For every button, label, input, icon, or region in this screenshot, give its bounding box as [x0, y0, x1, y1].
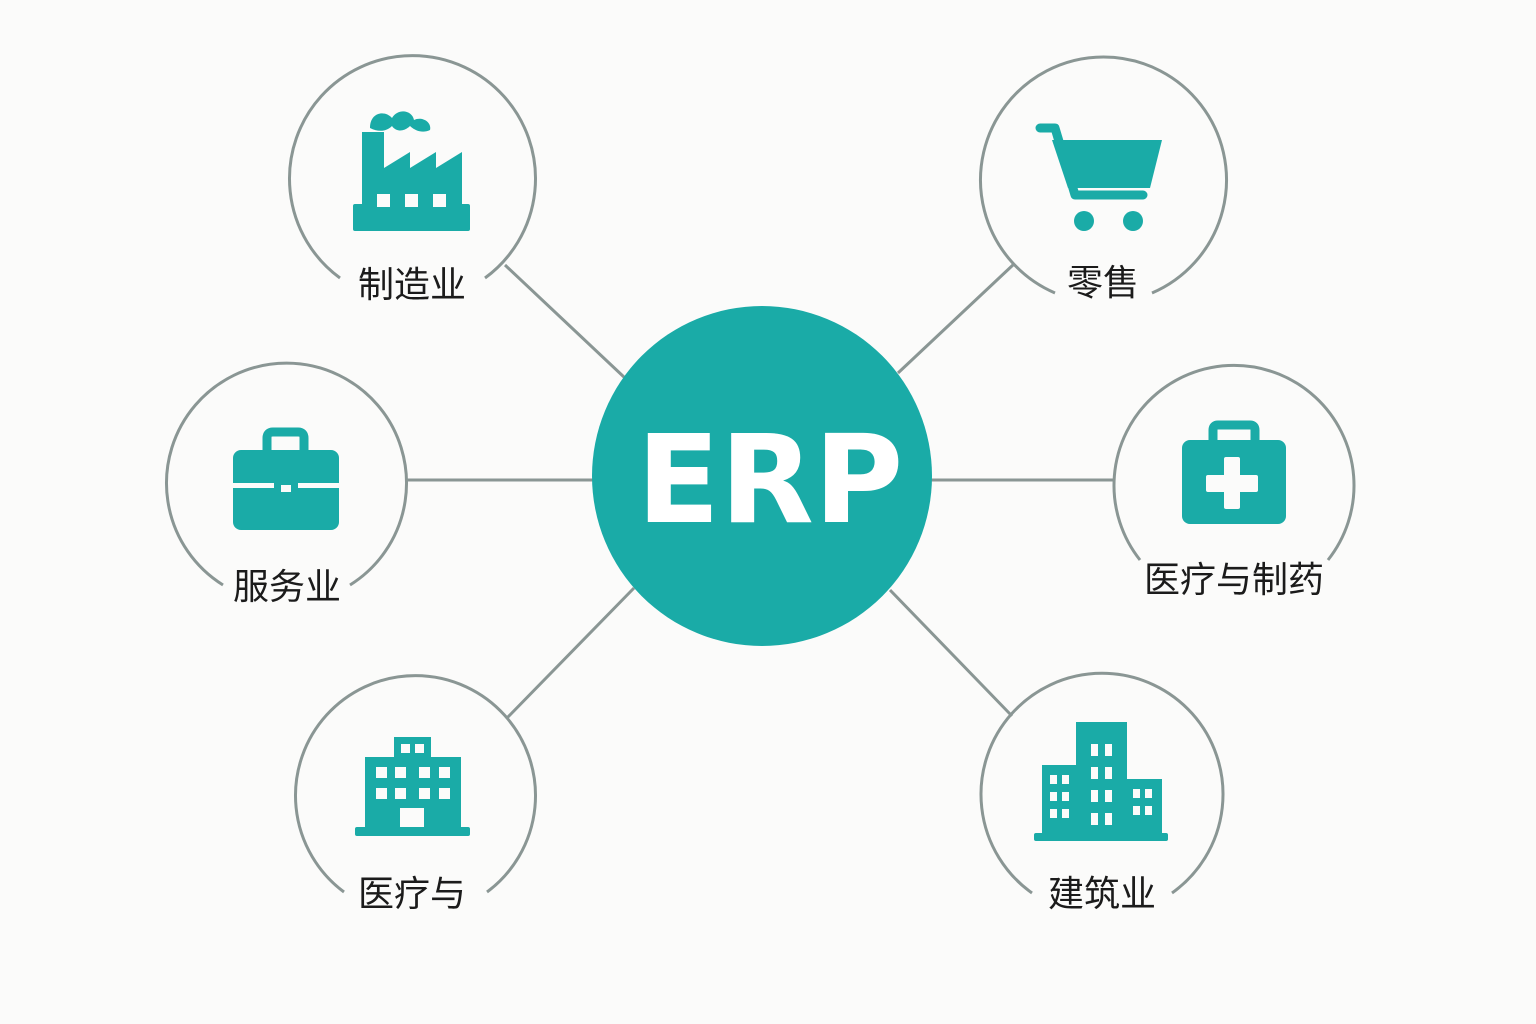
erp-center: ERP: [592, 306, 932, 646]
node-rings: [165, 54, 1356, 895]
erp-center-label: ERP: [637, 409, 904, 551]
shopping-cart-icon: [1035, 123, 1162, 231]
connectors: [405, 262, 1114, 720]
node-label-construction: 建筑业: [1048, 874, 1156, 915]
medical-kit-icon: [1182, 420, 1286, 524]
connector-construction: [888, 588, 1014, 718]
node-label-services: 服务业: [233, 567, 341, 608]
ring-retail: [979, 55, 1228, 295]
factory-icon: [353, 111, 470, 231]
node-label-healthcare-pharma: 医疗与制药: [1144, 560, 1324, 601]
connector-healthcare: [505, 586, 636, 720]
ring-services: [165, 361, 408, 587]
node-label-manufacturing: 制造业: [358, 265, 466, 306]
ring-construction: [979, 671, 1225, 895]
hospital-building-icon: [355, 737, 470, 836]
connector-manufacturing: [503, 263, 627, 380]
city-buildings-icon: [1034, 722, 1168, 841]
connector-retail: [896, 262, 1016, 375]
node-label-healthcare: 医疗与: [358, 874, 466, 915]
erp-center-circle: [592, 306, 932, 646]
node-label-retail: 零售: [1067, 263, 1139, 304]
briefcase-icon: [233, 427, 339, 530]
ring-healthcare: [294, 674, 537, 894]
ring-manufacturing: [288, 54, 537, 280]
ring-healthcare-pharma: [1112, 363, 1356, 561]
node-labels: 制造业 零售 服务业 医疗与制药 医疗与 建筑业: [233, 263, 1324, 915]
